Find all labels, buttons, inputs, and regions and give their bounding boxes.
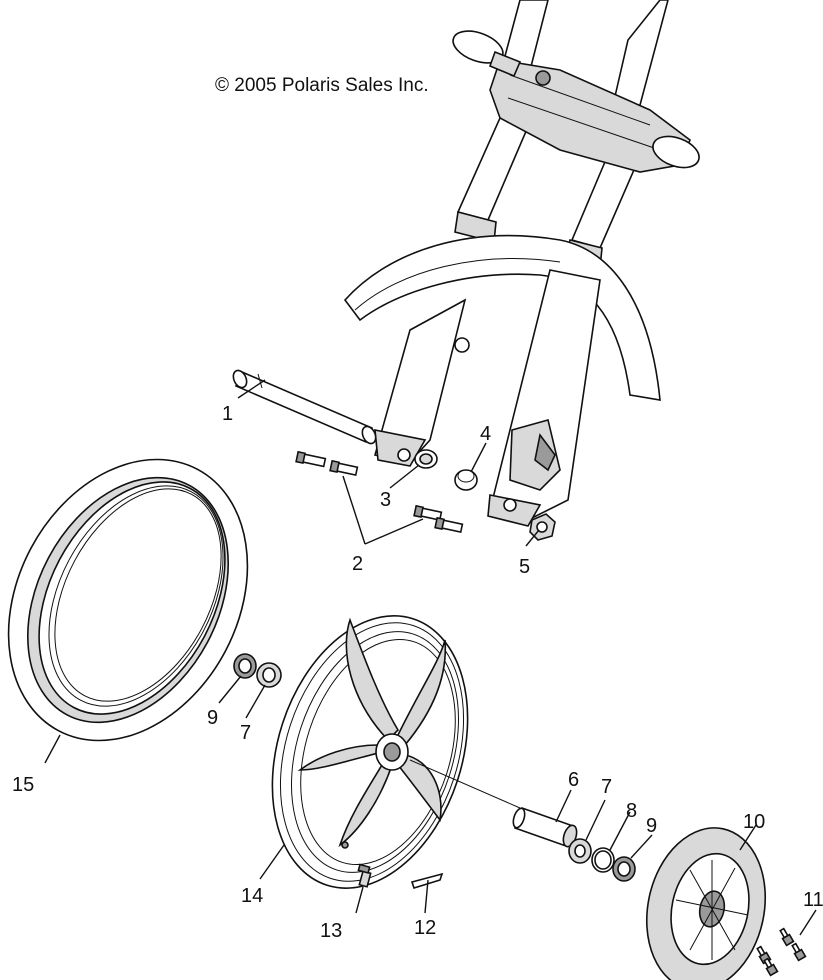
- callout-9-left: 9: [207, 707, 218, 729]
- bearing-left: [256, 662, 282, 688]
- callout-2: 2: [352, 553, 363, 575]
- fork-assembly: [343, 0, 700, 527]
- callout-1: 1: [222, 403, 233, 425]
- callout-7-right: 7: [601, 776, 612, 798]
- callout-9-right: 9: [646, 815, 657, 837]
- brake-rotor: [645, 827, 767, 980]
- wheel: [271, 615, 521, 889]
- callout-6: 6: [568, 769, 579, 791]
- axle: [232, 369, 377, 445]
- callout-4: 4: [480, 423, 491, 445]
- balance-weight: [410, 872, 444, 889]
- callout-3: 3: [380, 489, 391, 511]
- callout-10: 10: [743, 811, 765, 833]
- callout-7-left: 7: [240, 722, 251, 744]
- snap-ring: [591, 847, 615, 873]
- callout-labels: 1 2 3 4 5 6 7 7 8 9 9 10 11 12 13 14 15: [12, 403, 823, 942]
- callout-13: 13: [320, 920, 342, 942]
- hub-spacer: [512, 806, 578, 848]
- pinch-bolts: [295, 450, 464, 534]
- seal-right: [612, 856, 636, 882]
- callout-15: 15: [12, 774, 34, 796]
- tire: [7, 458, 249, 742]
- spacer-left: [414, 449, 438, 469]
- seal-left: [233, 653, 257, 679]
- spacer-right: [454, 469, 478, 491]
- callout-12: 12: [414, 917, 436, 939]
- callout-8: 8: [626, 800, 637, 822]
- callout-5: 5: [519, 556, 530, 578]
- bearing-right: [568, 838, 592, 864]
- copyright-text: © 2005 Polaris Sales Inc.: [215, 75, 429, 96]
- rotor-bolts: [756, 927, 807, 977]
- callout-11: 11: [803, 889, 823, 911]
- valve-stem: [357, 863, 372, 888]
- leader-lines: [44, 379, 817, 936]
- callout-14: 14: [241, 885, 263, 907]
